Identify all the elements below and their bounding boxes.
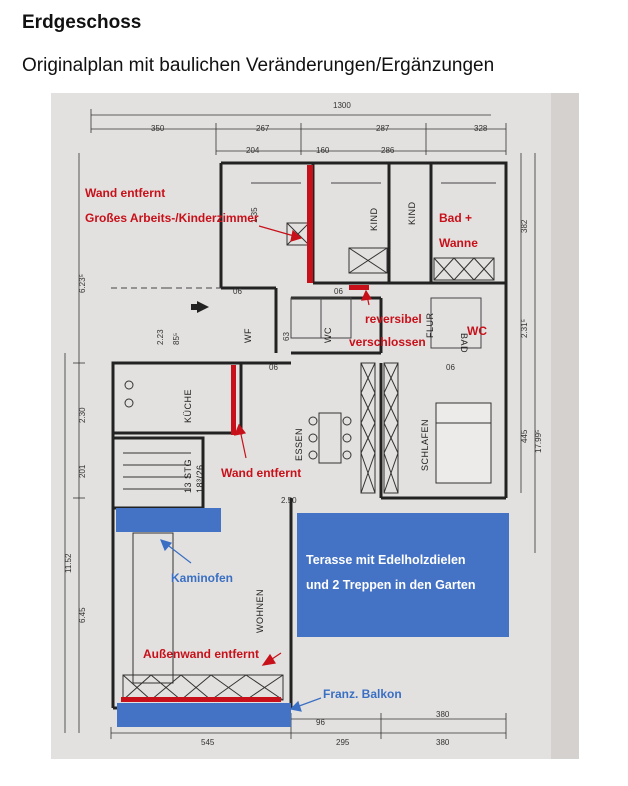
removed-outer-wall (121, 697, 281, 702)
dim-1152: 11.52 (64, 553, 73, 573)
dim-85: 85⁵ (172, 333, 181, 345)
dim-286: 286 (381, 146, 395, 155)
annotation-reversibel-line2: verschlossen (349, 335, 426, 349)
room-flur: FLUR (425, 312, 435, 338)
red-arrows (234, 225, 373, 666)
annotation-bad-line1: Bad + (439, 211, 472, 225)
dim-295: 295 (336, 738, 350, 747)
dim-328: 328 (474, 124, 488, 133)
annotation-wand-entfernt-top: Wand entfernt (85, 186, 165, 200)
plan-edge-shade (551, 93, 579, 759)
dim-267: 267 (256, 124, 270, 133)
removed-wall-north (307, 165, 313, 283)
annotation-wc: WC (467, 324, 487, 338)
dim-160: 160 (316, 146, 330, 155)
annotation-terasse-line1: Terasse mit Edelholzdielen (306, 553, 466, 567)
left-dimension-lines (64, 153, 85, 733)
dim-250: 2.50 (281, 496, 297, 505)
annotation-arbeitszimmer: Großes Arbeits-/Kinderzimmer (85, 211, 259, 225)
closed-door (349, 285, 369, 290)
dim-1799: 17.99⁵ (534, 430, 543, 453)
dim-06-b: 06 (334, 287, 343, 296)
room-bad: BAD (459, 333, 469, 353)
dim-645: 6.45 (78, 607, 87, 623)
dim-135: 1.35 (250, 207, 259, 223)
furniture (122, 380, 492, 701)
annotation-terasse-line2: und 2 Treppen in den Garten (306, 578, 475, 592)
dim-623: 6.23⁵ (78, 274, 87, 293)
dim-2315: 2.31⁵ (520, 319, 529, 338)
dim-223: 2.23 (156, 329, 165, 345)
room-essen: ESSEN (294, 428, 304, 461)
dim-380-upper: 380 (436, 710, 450, 719)
annotation-bad-line2: Wanne (439, 236, 478, 250)
room-kind-1: KIND (369, 207, 379, 231)
room-kueche: KÜCHE (183, 389, 193, 423)
dim-1300: 1300 (333, 101, 351, 110)
annotation-aussenwand: Außenwand entfernt (143, 647, 259, 661)
wardrobes (286, 222, 495, 494)
floor-plan: 1300 350 267 287 328 204 160 286 6.23⁵ 2… (51, 93, 579, 759)
kaminofen-block (116, 508, 221, 532)
dim-382: 382 (520, 219, 529, 233)
dim-287: 287 (376, 124, 390, 133)
room-wohnen: WOHNEN (255, 589, 265, 633)
dim-06-d: 06 (446, 363, 455, 372)
removed-walls (121, 165, 369, 702)
dim-445: 445 (520, 429, 529, 443)
dim-201: 201 (78, 464, 87, 478)
room-kind-2: KIND (407, 201, 417, 225)
room-stairs: 13 STG (183, 459, 193, 493)
annotation-reversibel-line1: reversibel (365, 312, 422, 326)
right-dimension-lines (520, 153, 536, 553)
entrance-arrow-icon (197, 301, 209, 313)
dim-06-c: 06 (269, 363, 278, 372)
room-wc: WC (323, 327, 333, 343)
room-schlafen: SCHLAFEN (420, 419, 430, 471)
dim-63: 63 (282, 332, 291, 341)
balkon-block (117, 703, 291, 727)
dim-545: 545 (201, 738, 215, 747)
dim-350: 350 (151, 124, 165, 133)
room-stairs-ratio: 18³/26 (195, 464, 205, 493)
dim-06-a: 06 (233, 287, 242, 296)
interior-lines (111, 182, 496, 349)
page-subtitle: Originalplan mit baulichen Veränderungen… (22, 55, 495, 76)
removed-wall-kitchen (231, 365, 236, 435)
entrance-arrow-tail (191, 304, 197, 310)
dim-380-bottom: 380 (436, 738, 450, 747)
top-dimension-lines (90, 109, 507, 155)
dim-230: 2.30 (78, 407, 87, 423)
dim-204: 204 (246, 146, 260, 155)
floor-plan-drawing: 1300 350 267 287 328 204 160 286 6.23⁵ 2… (51, 93, 579, 759)
annotation-balkon: Franz. Balkon (323, 687, 402, 701)
dim-96: 96 (316, 718, 325, 727)
page-title: Erdgeschoss (22, 12, 142, 33)
room-wf: WF (243, 328, 253, 343)
blue-arrows (159, 539, 322, 712)
annotation-kaminofen: Kaminofen (171, 571, 233, 585)
annotation-wand-entfernt-mid: Wand entfernt (221, 466, 301, 480)
terasse-block (297, 513, 509, 637)
